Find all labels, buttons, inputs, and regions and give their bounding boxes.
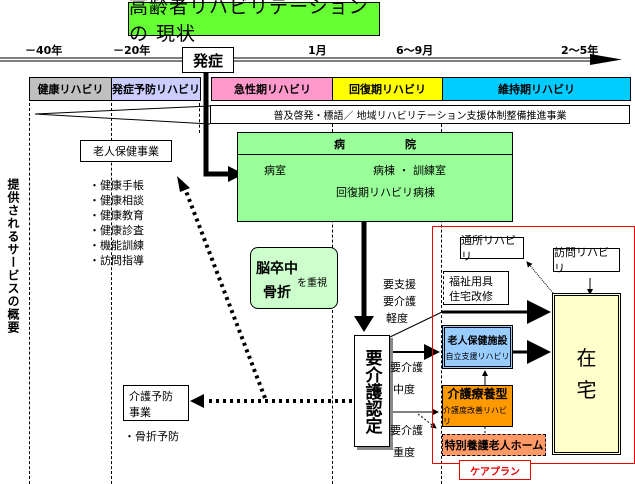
recovery-ward-label: 回復期リハビリ病棟 [336,186,435,199]
level-light: 要支援要介護軽度 [383,278,416,325]
list-item: ・健康相談 [89,194,144,207]
onset-label: 発症 [182,47,234,73]
tick-1m: 1月 [308,44,327,57]
list-item: ・健康手帳 [89,179,144,192]
fracture-prevention-item: ・骨折予防 [124,430,179,443]
phase-health: 健康リハビリ [29,77,112,101]
divider-20y [111,103,112,484]
care-medical-box: 介護療養型 介護度改善リハビリ [442,385,513,427]
welfare-equipment-box: 福祉用具住宅改修 [443,271,509,305]
phase-prevention: 発症予防リハビリ [111,77,201,101]
promo-wedge-top [34,105,211,115]
list-item: ・機能訓練 [89,239,144,252]
visit-rehab-box: 訪問リハビリ [553,246,620,275]
tick-20y: －20年 [113,44,151,57]
elderly-health-box: 老人保健事業 [80,140,172,162]
divider-onset [199,103,200,133]
tick-40y: －40年 [25,44,63,57]
divider-40y [29,103,30,484]
home-box: 在宅 [552,293,621,455]
careplan-label: ケアプラン [459,460,531,480]
hospital-box: 病 院 病室 病棟 ・ 訓練室 回復期リハビリ病棟 [237,132,513,222]
discharge-arrow [354,316,374,332]
hospital-title: 病 院 [238,133,512,155]
stroke-fracture-badge: 脳卒中 骨折 を重視 [250,247,338,309]
promotion-banner: 普及啓発・標語／ 地域リハビリテーション支援体制整備推進事業 [210,105,630,124]
phase-recovery: 回復期リハビリ [332,77,443,101]
timeline-axis [0,54,622,65]
health-facility-box: 老人保健施設 自立支援リハビリ [442,325,513,369]
phase-acute: 急性期リハビリ [211,77,334,101]
care-certification: 要介護認定 [354,335,390,447]
divider-6m [441,124,442,484]
ward-training-label: 病棟 ・ 訓練室 [373,164,446,177]
level-severe: 要介護重度 [390,424,423,459]
care-prevention-box: 介護予防 事業 [123,385,189,421]
phase-maintenance: 維持期リハビリ [442,77,631,101]
list-item: ・健康診査 [89,224,144,237]
list-item: ・健康教育 [89,209,144,222]
level-medium: 要介護中度 [390,361,423,396]
timeline-arrowhead [590,54,622,65]
nursing-home-box: 特別養護老人ホーム [442,434,546,456]
elderly-health-list: ・健康手帳 ・健康相談 ・健康教育 ・健康診査 ・機能訓練 ・訪問指導 [89,178,144,268]
promo-wedge-bottom [34,113,211,125]
day-rehab-box: 通所リハビリ [460,234,524,263]
list-item: ・訪問指導 [89,254,144,267]
ward-label: 病室 [264,164,286,177]
dotted-arrow-up [182,185,267,399]
tick-2-5y: 2～5年 [561,44,599,57]
page-title: 高齢者リハビリテーションの 現状 [128,0,380,45]
onset-arrow [203,71,232,177]
tick-6-9m: 6～9月 [396,44,434,57]
side-label: 提供されるサービスの概要 [6,178,20,334]
